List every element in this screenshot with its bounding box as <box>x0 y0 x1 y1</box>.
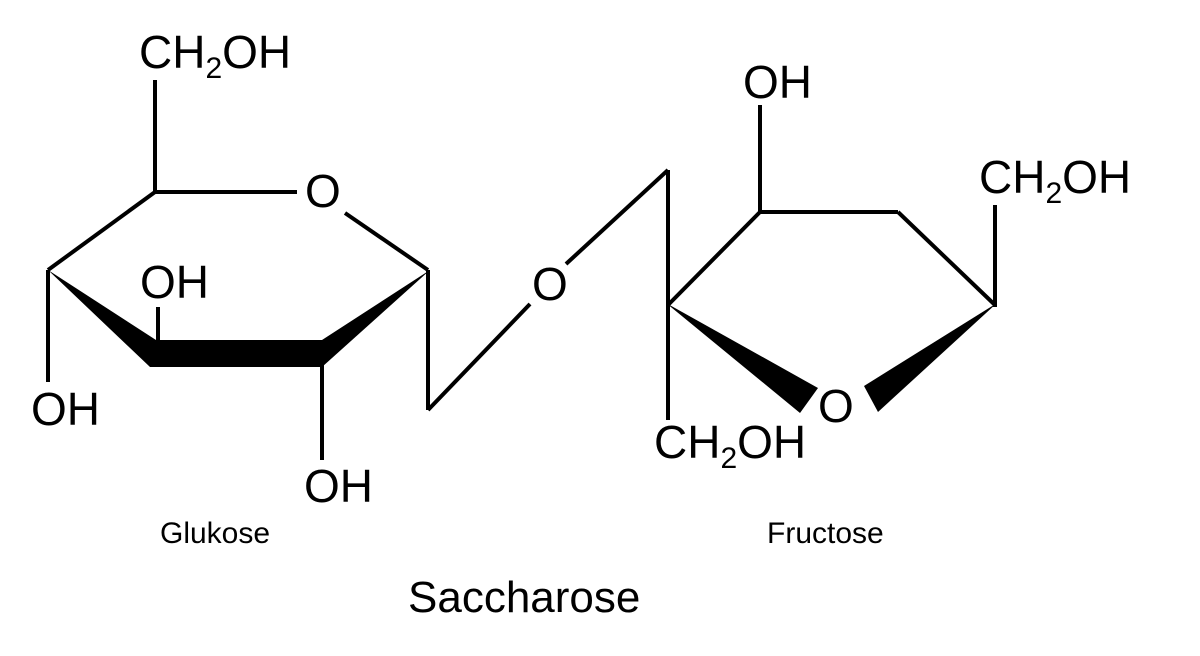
bond-c4-c5 <box>896 210 997 307</box>
diagram-title: Saccharose <box>408 573 640 622</box>
glucose-oh-top-label: OH <box>140 256 209 308</box>
wedge-bond-c2-ring-oxygen <box>666 303 818 413</box>
fructose-ring: OH CH2OH O CH2OH <box>654 56 1131 475</box>
glucose-ring-oxygen-label: O <box>305 165 341 217</box>
fructose-name-label: Fructose <box>767 517 884 550</box>
bond-c5-c4 <box>46 190 157 272</box>
glycosidic-oxygen-label: O <box>532 258 568 310</box>
glycosidic-linkage: O <box>426 168 670 412</box>
glucose-ch2oh-label: CH2OH <box>139 26 291 85</box>
fructose-ring-oxygen-label: O <box>818 380 854 432</box>
bond-glycosidic-oxygen-c2 <box>564 168 670 266</box>
glucose-name-label: Glukose <box>160 517 270 550</box>
wedge-bond-front-glucose <box>48 270 430 367</box>
glucose-ring: CH2OH O OH OH OH <box>31 26 430 512</box>
fructose-ch2oh-bottom-label: CH2OH <box>654 416 806 475</box>
fructose-ch2oh-right-label: CH2OH <box>979 151 1131 210</box>
glucose-oh-left-label: OH <box>31 383 100 435</box>
glucose-oh-bottom-label: OH <box>304 460 373 512</box>
bond-c1-glycosidic-oxygen <box>426 302 532 412</box>
bond-c2-c3 <box>666 210 762 307</box>
fructose-oh-top-label: OH <box>743 56 812 108</box>
bond-ring-oxygen-c1 <box>343 211 430 272</box>
wedge-bond-c5-ring-oxygen <box>864 303 997 412</box>
